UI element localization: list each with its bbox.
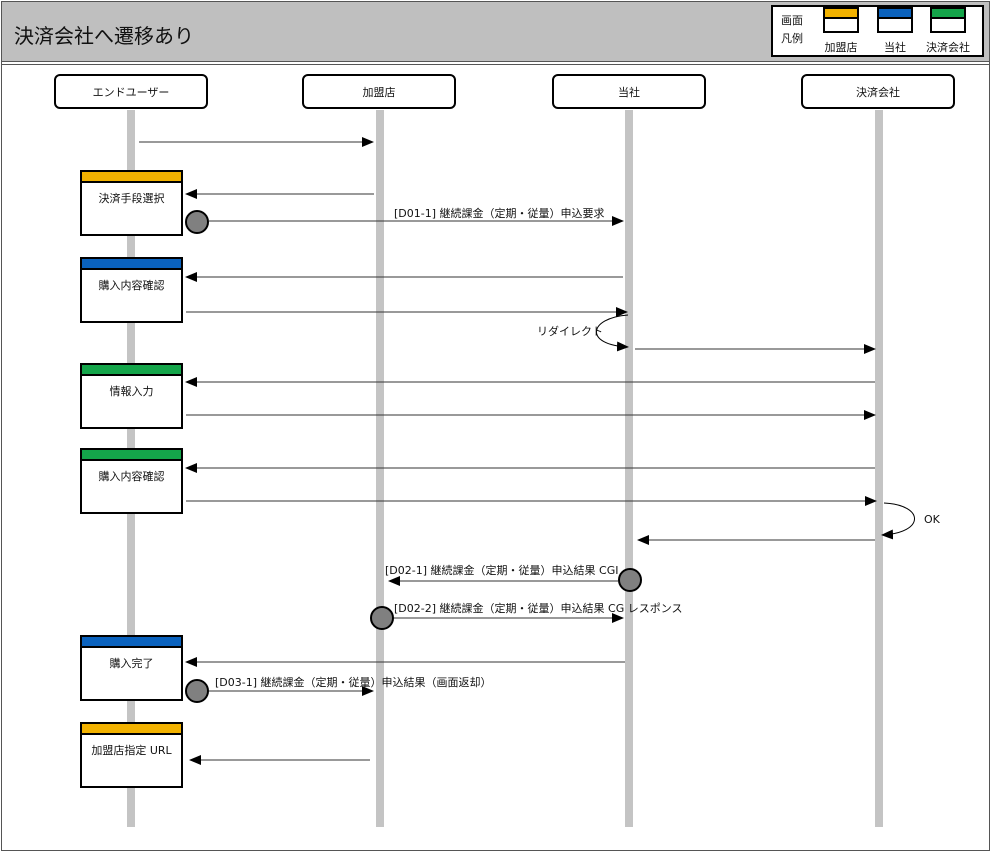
label-ok: OK bbox=[924, 513, 940, 526]
actor-company: 当社 bbox=[552, 74, 706, 109]
legend-swatch-payment-company bbox=[930, 7, 966, 33]
label-d02-1: [D02-1] 継続課金（定期・従量）申込結果 CGI bbox=[385, 564, 619, 577]
screen-payment-method-select: 決済手段選択 bbox=[80, 170, 183, 236]
marker-d01-1-start bbox=[185, 210, 209, 234]
actor-merchant: 加盟店 bbox=[302, 74, 456, 109]
screen-info-input: 情報入力 bbox=[80, 363, 183, 429]
actor-end-user: エンドユーザー bbox=[54, 74, 208, 109]
arrow-redirect-loop bbox=[596, 314, 629, 352]
label-redirect: リダイレクト bbox=[537, 325, 603, 338]
screen-label: 購入内容確認 bbox=[98, 470, 165, 483]
marker-d02-1-start bbox=[618, 568, 642, 592]
label-d01-1: [D01-1] 継続課金（定期・従量）申込要求 bbox=[394, 207, 605, 220]
screen-label: 加盟店指定 URL bbox=[91, 744, 172, 757]
screen-legend: 画面 凡例 加盟店 当社 決済会社 bbox=[771, 5, 984, 57]
header-rule bbox=[1, 64, 990, 65]
legend-heading-line2: 凡例 bbox=[781, 32, 803, 45]
legend-label-company: 当社 bbox=[884, 41, 906, 54]
screen-label: 情報入力 bbox=[109, 385, 154, 398]
label-d02-2: [D02-2] 継続課金（定期・従量）申込結果 CG レスポンス bbox=[394, 602, 683, 615]
screen-label: 購入完了 bbox=[109, 657, 154, 670]
actor-payment-company: 決済会社 bbox=[801, 74, 955, 109]
screen-purchase-confirm-payment: 購入内容確認 bbox=[80, 448, 183, 514]
legend-label-merchant: 加盟店 bbox=[824, 41, 858, 54]
screen-label: 決済手段選択 bbox=[98, 192, 165, 205]
legend-swatch-merchant bbox=[823, 7, 859, 33]
marker-d02-2-start bbox=[370, 606, 394, 630]
legend-label-payment-company: 決済会社 bbox=[926, 41, 970, 54]
marker-d03-1-start bbox=[185, 679, 209, 703]
page-title: 決済会社へ遷移あり bbox=[14, 24, 194, 48]
screen-purchase-complete: 購入完了 bbox=[80, 635, 183, 701]
screen-merchant-url: 加盟店指定 URL bbox=[80, 722, 183, 788]
lifeline-payment-company bbox=[875, 110, 883, 827]
label-d03-1: [D03-1] 継続課金（定期・従量）申込結果（画面返却） bbox=[215, 676, 492, 689]
screen-label: 購入内容確認 bbox=[98, 279, 165, 292]
screen-purchase-confirm-company: 購入内容確認 bbox=[80, 257, 183, 323]
arrow-ok-loop bbox=[881, 502, 915, 540]
legend-swatch-company bbox=[877, 7, 913, 33]
legend-heading-line1: 画面 bbox=[781, 14, 803, 27]
